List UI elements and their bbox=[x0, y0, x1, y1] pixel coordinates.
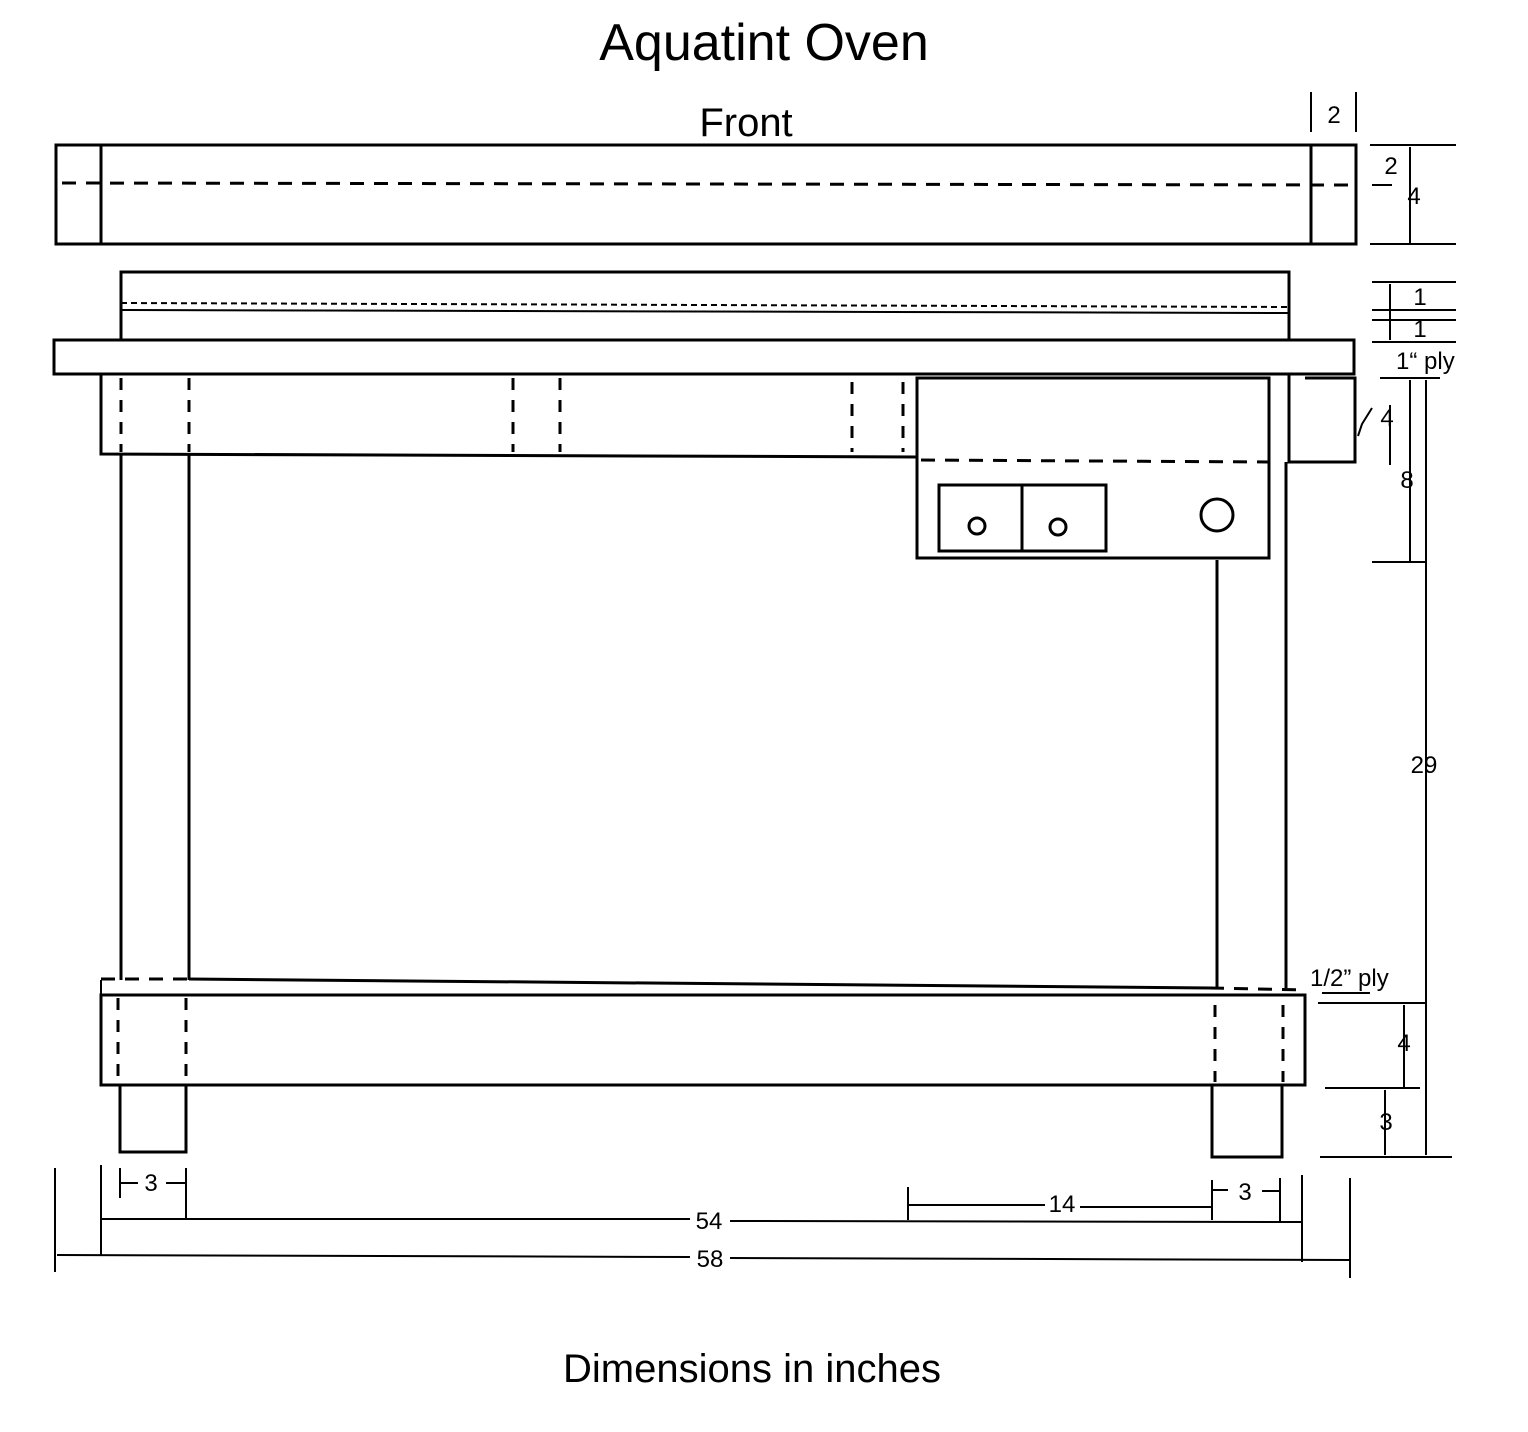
dim-right-leg-width: 3 bbox=[1238, 1179, 1251, 1206]
bottom-dimension-lines bbox=[54, 1165, 1351, 1278]
apron bbox=[99, 374, 918, 459]
right-dimension-lines bbox=[1310, 92, 1456, 1158]
plywood-top bbox=[52, 338, 1356, 376]
dim-foot-height: 3 bbox=[1379, 1109, 1392, 1136]
dim-top-rail-center: 2 bbox=[1384, 153, 1397, 180]
dim-top-strip-1: 1 bbox=[1413, 284, 1426, 311]
dim-box-height: 8 bbox=[1400, 467, 1413, 494]
dim-left-leg-width: 3 bbox=[144, 1170, 157, 1197]
caption: Dimensions in inches bbox=[563, 1347, 941, 1391]
dim-top-rail-height: 4 bbox=[1407, 183, 1420, 210]
dim-top-ply: 1“ ply bbox=[1396, 348, 1455, 375]
dim-inner-width: 54 bbox=[696, 1208, 723, 1235]
control-box bbox=[915, 376, 1271, 560]
feet bbox=[118, 1085, 1284, 1159]
switch-knob-2 bbox=[1048, 517, 1068, 537]
dim-top-strip-2: 1 bbox=[1413, 316, 1426, 343]
dim-overall-width: 58 bbox=[697, 1246, 724, 1273]
drawing-title: Aquatint Oven bbox=[599, 14, 929, 72]
right-apron-end bbox=[1287, 374, 1373, 464]
switch-knob-1 bbox=[967, 516, 987, 536]
dim-leg-height: 29 bbox=[1411, 752, 1438, 779]
dim-bottom-rail-height: 4 bbox=[1397, 1030, 1410, 1057]
view-label: Front bbox=[699, 101, 792, 145]
dial-knob bbox=[1199, 497, 1235, 533]
bottom-shelf bbox=[99, 977, 1307, 1087]
dim-apron-height: 4 bbox=[1380, 405, 1393, 432]
dim-box-offset: 14 bbox=[1049, 1191, 1076, 1218]
top-rail bbox=[54, 143, 1358, 246]
dim-top-rail-end: 2 bbox=[1327, 102, 1340, 129]
oven-top-layers bbox=[119, 270, 1291, 342]
legs bbox=[119, 454, 1288, 988]
dim-bottom-ply: 1/2” ply bbox=[1310, 965, 1389, 992]
